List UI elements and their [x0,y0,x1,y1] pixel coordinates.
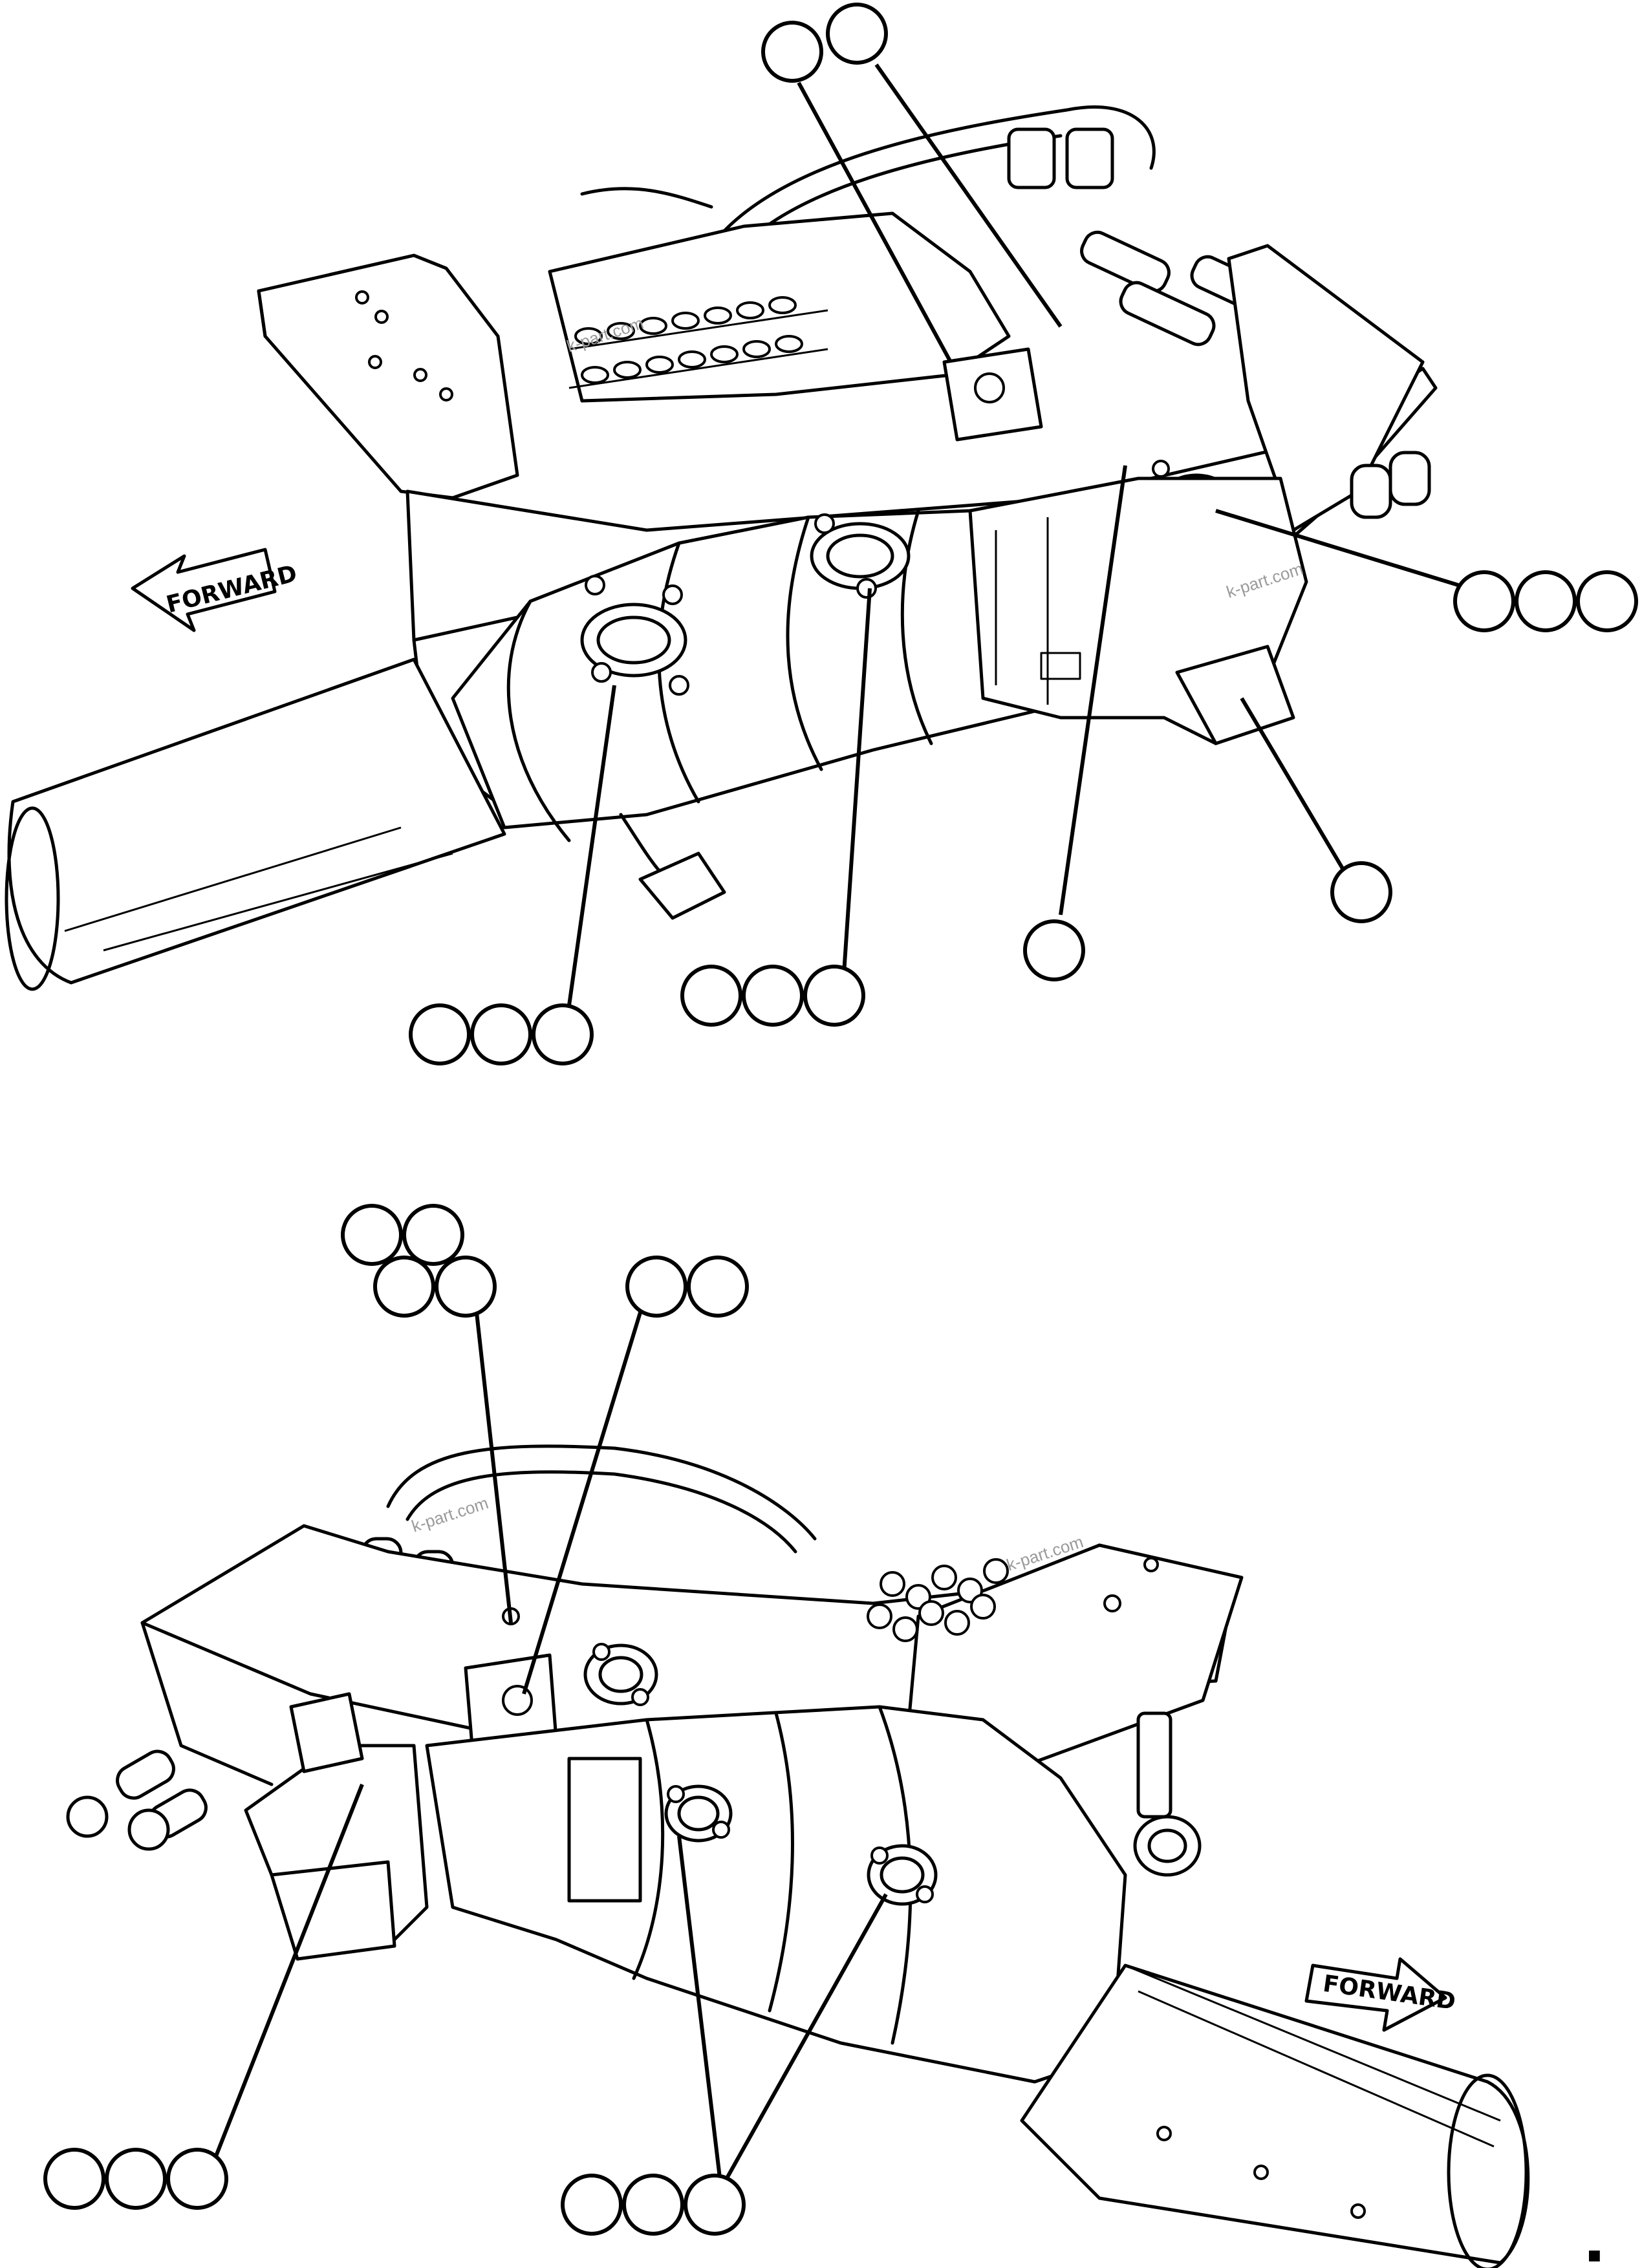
callout-circle-icon [803,965,865,1027]
watermark-bottom-1: k-part.com [409,1493,491,1535]
callout-circle-icon [622,2174,684,2236]
top-view-assembly: FORWARD k-part.com k-part.com [5,105,1438,991]
forward-arrow-left-icon: FORWARD [131,548,299,632]
callout-circle-icon [625,1256,687,1318]
callout-circle-icon [105,2148,167,2210]
bottom-central-flange [583,1643,658,1706]
callout-circle-icon [402,1204,464,1266]
callout-circle-icon [826,3,888,65]
callout-circle-icon [166,2148,228,2210]
callout-circle-icon [435,1256,497,1318]
callout-circle-icon [43,2148,105,2210]
bottom-view-assembly: FORWARD k-part.com k-part.com [66,1444,1530,2268]
callout-circle-icon [742,965,804,1027]
top-drum-cylinder [5,658,506,991]
bottom-callouts [43,1204,888,2236]
callout-circle-icon [1023,919,1085,981]
callout-circle-icon [373,1256,435,1318]
callout-circle-icon [761,21,823,83]
callout-circle-icon [561,2174,623,2236]
top-hose-loop [709,105,1156,248]
callout-circle-icon [470,1003,532,1065]
bottom-drum-cylinder [1020,1963,1530,2268]
callout-circle-icon [532,1003,594,1065]
callout-circle-icon [684,2174,746,2236]
callout-circle-icon [687,1256,749,1318]
bottom-side-flange [1133,1815,1202,1877]
callout-circle-icon [1576,570,1638,632]
top-flange-left [580,575,689,696]
bottom-flange-left [664,1784,733,1843]
callout-circle-icon [1515,570,1577,632]
bottom-pump-body [425,1705,1127,2084]
callout-circle-icon [680,965,742,1027]
callout-circle-icon [341,1204,403,1266]
top-left-mount-plate [257,253,519,500]
bottom-port-grid [867,1558,1009,1642]
forward-arrow-right-icon: FORWARD [1304,1957,1457,2032]
top-callouts [409,3,1638,1065]
bottom-hose-loop [386,1444,817,1541]
top-port-row [574,296,803,384]
bottom-flange-right [867,1844,938,1906]
top-flange-middle [810,513,911,599]
callout-circle-icon [409,1003,471,1065]
callout-circle-icon [1330,861,1392,923]
corner-mark: ■ [1588,2247,1601,2263]
callout-circle-icon [1453,570,1515,632]
